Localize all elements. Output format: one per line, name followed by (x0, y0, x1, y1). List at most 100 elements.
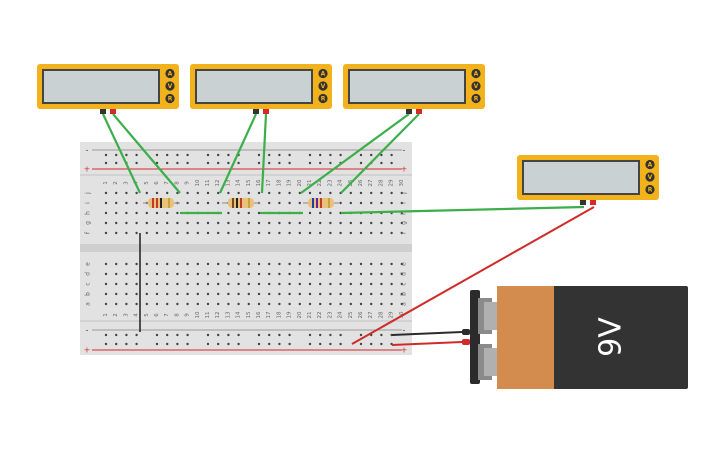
breadboard-hole[interactable] (145, 191, 148, 195)
breadboard-hole[interactable] (166, 231, 169, 235)
breadboard-hole[interactable] (125, 221, 128, 225)
breadboard-hole[interactable] (257, 262, 261, 266)
rail-hole[interactable] (104, 342, 108, 346)
breadboard-hole[interactable] (206, 282, 210, 286)
breadboard-hole[interactable] (115, 191, 118, 195)
breadboard-hole[interactable] (206, 221, 210, 225)
rail-hole[interactable] (268, 153, 271, 157)
multimeter-probe-black[interactable] (100, 109, 106, 114)
rail-hole[interactable] (176, 161, 179, 165)
breadboard-hole[interactable] (288, 221, 291, 225)
breadboard-hole[interactable] (247, 262, 250, 266)
breadboard-hole[interactable] (104, 282, 108, 286)
breadboard-hole[interactable] (278, 282, 281, 286)
breadboard-hole[interactable] (166, 191, 169, 195)
rail-hole[interactable] (135, 342, 138, 346)
multimeter-probe-red[interactable] (263, 109, 269, 114)
breadboard-hole[interactable] (329, 272, 332, 276)
breadboard-hole[interactable] (308, 231, 312, 235)
breadboard-hole[interactable] (135, 262, 138, 266)
multimeter-mode-button[interactable] (165, 93, 175, 104)
breadboard-hole[interactable] (115, 292, 118, 296)
rail-hole[interactable] (288, 342, 291, 346)
breadboard-hole[interactable] (349, 191, 352, 195)
breadboard-hole[interactable] (145, 211, 148, 215)
breadboard-hole[interactable] (278, 262, 281, 266)
breadboard-hole[interactable] (380, 262, 383, 266)
breadboard-hole[interactable] (166, 221, 169, 225)
rail-hole[interactable] (115, 161, 118, 165)
breadboard-hole[interactable] (176, 262, 179, 266)
breadboard-hole[interactable] (257, 191, 261, 195)
multimeter-probe-red[interactable] (416, 109, 422, 114)
breadboard-hole[interactable] (145, 282, 148, 286)
multimeter-4[interactable]: AVR (517, 155, 659, 205)
rail-hole[interactable] (227, 342, 230, 346)
breadboard-hole[interactable] (125, 191, 128, 195)
breadboard-hole[interactable] (329, 302, 332, 306)
breadboard-hole[interactable] (155, 272, 159, 276)
battery-negative-wire[interactable] (391, 331, 463, 336)
breadboard-hole[interactable] (166, 272, 169, 276)
breadboard-hole[interactable] (196, 231, 199, 235)
breadboard-hole[interactable] (104, 302, 108, 306)
breadboard-hole[interactable] (247, 191, 250, 195)
rail-hole[interactable] (278, 342, 281, 346)
multimeter-probe-red[interactable] (110, 109, 116, 114)
breadboard-hole[interactable] (339, 292, 342, 296)
breadboard-hole[interactable] (135, 191, 138, 195)
rail-hole[interactable] (359, 342, 363, 346)
breadboard-hole[interactable] (217, 231, 220, 235)
breadboard-hole[interactable] (400, 221, 403, 225)
breadboard-hole[interactable] (308, 272, 312, 276)
breadboard-hole[interactable] (125, 292, 128, 296)
breadboard-hole[interactable] (206, 262, 210, 266)
rail-hole[interactable] (115, 333, 118, 337)
breadboard-hole[interactable] (308, 211, 312, 215)
breadboard-hole[interactable] (370, 302, 373, 306)
breadboard-hole[interactable] (319, 231, 322, 235)
rail-hole[interactable] (186, 342, 189, 346)
multimeter-2[interactable]: AVR (190, 64, 332, 114)
rail-hole[interactable] (380, 153, 383, 157)
breadboard-hole[interactable] (298, 302, 301, 306)
rail-hole[interactable] (206, 342, 210, 346)
meter-2-probe-wire[interactable] (218, 113, 258, 194)
breadboard-hole[interactable] (268, 221, 271, 225)
breadboard-hole[interactable] (125, 302, 128, 306)
breadboard-hole[interactable] (196, 272, 199, 276)
breadboard-hole[interactable] (186, 282, 189, 286)
rail-hole[interactable] (339, 153, 342, 157)
breadboard-hole[interactable] (359, 272, 363, 276)
breadboard-hole[interactable] (400, 191, 403, 195)
rail-hole[interactable] (186, 161, 189, 165)
rail-hole[interactable] (380, 333, 383, 337)
rail-hole[interactable] (329, 333, 332, 337)
breadboard-hole[interactable] (329, 211, 332, 215)
breadboard-hole[interactable] (155, 231, 159, 235)
breadboard-hole[interactable] (380, 302, 383, 306)
breadboard-hole[interactable] (155, 302, 159, 306)
multimeter-3[interactable]: AVR (343, 64, 485, 114)
meter-3-probe-wire[interactable] (300, 113, 410, 194)
rail-hole[interactable] (359, 161, 363, 165)
breadboard-hole[interactable] (390, 262, 393, 266)
breadboard-hole[interactable] (206, 201, 210, 205)
breadboard-hole[interactable] (349, 231, 352, 235)
rail-hole[interactable] (359, 333, 363, 337)
rail-hole[interactable] (125, 153, 128, 157)
breadboard-hole[interactable] (370, 282, 373, 286)
breadboard-hole[interactable] (400, 282, 403, 286)
rail-hole[interactable] (237, 161, 240, 165)
breadboard-hole[interactable] (145, 272, 148, 276)
breadboard-hole[interactable] (125, 272, 128, 276)
breadboard-hole[interactable] (217, 292, 220, 296)
breadboard-hole[interactable] (237, 302, 240, 306)
rail-hole[interactable] (166, 161, 169, 165)
rail-hole[interactable] (319, 153, 322, 157)
breadboard-hole[interactable] (186, 272, 189, 276)
breadboard-hole[interactable] (298, 262, 301, 266)
breadboard-hole[interactable] (155, 262, 159, 266)
breadboard-hole[interactable] (166, 282, 169, 286)
breadboard-hole[interactable] (278, 201, 281, 205)
